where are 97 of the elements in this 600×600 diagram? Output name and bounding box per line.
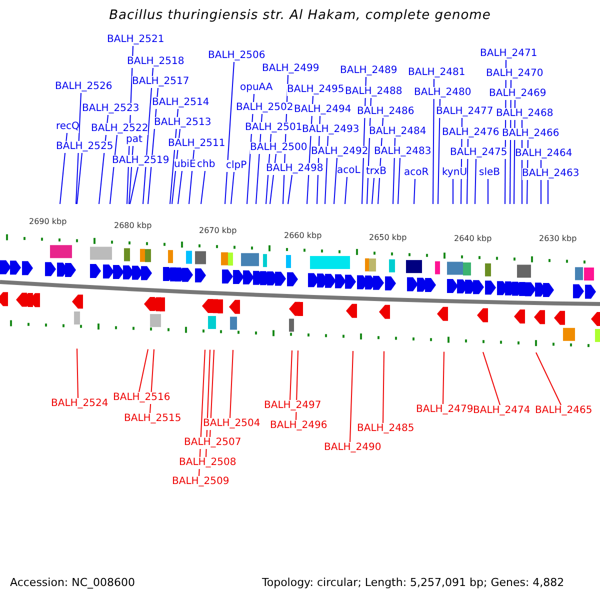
- gene-label: BALH_2485: [357, 423, 414, 435]
- gene-label: BALH_2497: [264, 400, 322, 412]
- gene-label: BALH_2516: [113, 392, 170, 404]
- gene-label: BALH_2506: [208, 50, 266, 62]
- gene-label: BALH_2517: [132, 76, 190, 88]
- gene-label: BALH_2518: [127, 56, 184, 68]
- gene-label: BALH_2474: [473, 405, 530, 417]
- gene-label: BALH_2470: [486, 68, 544, 80]
- gene-label: BALH_2498: [266, 163, 324, 175]
- leader-line: [482, 352, 500, 406]
- leader-line: [178, 170, 182, 204]
- genome-info-text: Topology: circular; Length: 5,257,091 bp; Genes: 4,882: [262, 576, 564, 589]
- gene-label: BALH_2511: [168, 138, 226, 150]
- leader-line: [200, 170, 206, 204]
- gene-label: BALH_2476: [442, 127, 500, 139]
- leader-line: [432, 78, 434, 204]
- scale-label: 2650 kbp: [369, 232, 407, 244]
- gene-label: BALH_2496: [270, 420, 328, 432]
- gene-label: BALH_2521: [107, 34, 164, 46]
- scale-label: 2690 kbp: [29, 216, 67, 228]
- gene-label: BALH_2523: [82, 103, 140, 115]
- gene-label: BALH_2502: [236, 102, 294, 114]
- gene-label: trxB: [366, 166, 387, 178]
- leader-line: [452, 178, 454, 204]
- title: Bacillus thuringiensis str. Al Hakam, complete genome: [108, 10, 492, 22]
- gene-label: recQ: [56, 121, 80, 133]
- gene-label: BALH_2490: [324, 442, 382, 454]
- gene-label: BALH_2468: [496, 108, 554, 120]
- gene-label: BALH_2469: [489, 88, 546, 100]
- gene-label: BALH_2513: [154, 117, 212, 129]
- leader-line: [288, 174, 292, 204]
- leader-line: [334, 158, 338, 204]
- gene-label: BALH_2509: [172, 476, 230, 488]
- gene-label: BALH_2504: [203, 418, 260, 430]
- leader-line: [474, 158, 476, 204]
- leader-line: [130, 166, 138, 204]
- gene-label: BALH_2463: [522, 168, 580, 180]
- gene-label: BALH_2500: [250, 142, 308, 154]
- gene-label: BALH_2466: [502, 128, 560, 140]
- leader-line: [230, 349, 234, 418]
- gene-label: BALH_2481: [408, 67, 466, 79]
- scale-label: 2630 kbp: [539, 233, 577, 245]
- leader-line: [210, 349, 214, 438]
- gene-label: BALH_2501: [245, 122, 302, 134]
- leader-line: [438, 98, 440, 204]
- leader-line: [350, 350, 354, 442]
- leader-line: [536, 352, 562, 406]
- leader-line: [76, 92, 82, 204]
- leader-line: [442, 351, 444, 404]
- leader-line: [290, 350, 292, 400]
- leader-line: [382, 350, 384, 424]
- gene-label: clpP: [226, 160, 247, 172]
- gene-label: BALH_2514: [152, 97, 210, 109]
- leader-line: [76, 152, 82, 204]
- gene-label: BALH_2515: [124, 413, 182, 425]
- gene-label: BALH_2471: [480, 48, 538, 60]
- gene-label: BALH_2522: [91, 123, 148, 135]
- scale-label: 2640 kbp: [454, 233, 492, 245]
- gene-label: BALH_2464: [515, 148, 572, 160]
- leader-line: [398, 158, 400, 204]
- gene-label: BALH_2492: [311, 146, 368, 158]
- leader-line: [230, 172, 234, 204]
- leader-line: [138, 348, 148, 392]
- gene-label: BALH_2507: [184, 437, 242, 449]
- gene-label: BALH_2524: [51, 398, 108, 410]
- leader-line: [188, 150, 194, 204]
- leader-line: [372, 178, 374, 204]
- gene-label: pat: [126, 134, 142, 146]
- scale-label: 2660 kbp: [284, 230, 322, 242]
- gene-label: BALH_2484: [369, 126, 426, 138]
- gene-label: BALH_2475: [450, 147, 508, 159]
- gene-label: BALH_2489: [340, 65, 398, 77]
- gene-label: BALH_2479: [416, 404, 474, 416]
- gene-label: BALH_2494: [294, 104, 352, 116]
- gene-label: BALH_2493: [302, 124, 360, 136]
- gene-label: BALH_2499: [262, 63, 320, 75]
- scale-label: 2670 kbp: [199, 225, 237, 237]
- gene-label: BALH_2488: [345, 86, 402, 98]
- gene-label: BALH_2519: [112, 155, 170, 167]
- accession-text: Accession: NC_008600: [10, 576, 136, 589]
- leader-line: [224, 62, 234, 204]
- gene-label: BALH_2525: [56, 141, 114, 153]
- gene-label: BALH_2465: [535, 405, 592, 417]
- gene-label: opuAA: [240, 82, 273, 94]
- gene-label: BALH_2480: [414, 87, 472, 99]
- gene-label: BALH_2508: [179, 457, 236, 469]
- leader-line: [344, 176, 348, 204]
- gene-label: ubiE: [174, 159, 196, 171]
- gene-label: BALH_2483: [374, 146, 432, 158]
- scale-label: 2680 kbp: [114, 220, 152, 232]
- gene-label: BALH_2526: [55, 81, 112, 93]
- gene-label: BALH_2477: [436, 106, 494, 118]
- gene-label: kynU: [442, 167, 468, 179]
- leader-line: [76, 348, 78, 398]
- leader-line: [414, 178, 416, 204]
- gene-label: BALH_2495: [287, 84, 344, 96]
- gene-label: BALH_2486: [357, 106, 414, 118]
